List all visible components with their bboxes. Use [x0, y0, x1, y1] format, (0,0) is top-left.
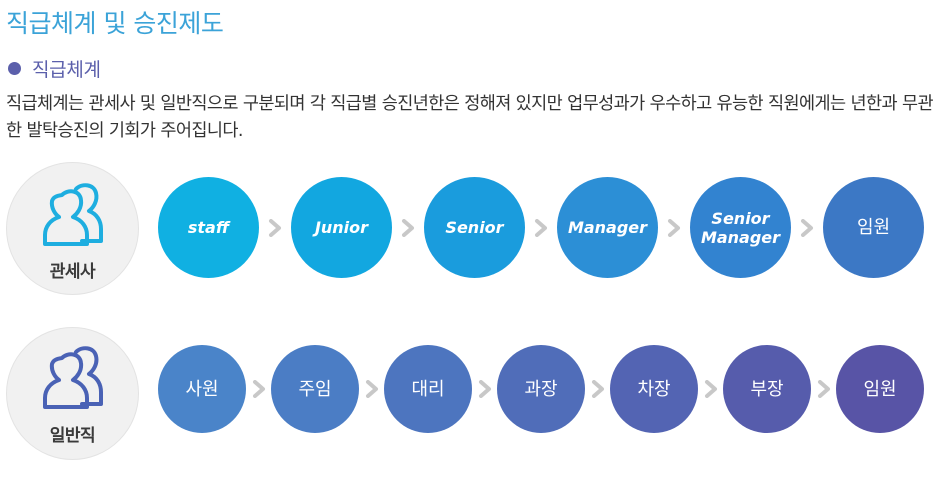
bullet-icon [8, 62, 21, 75]
track-general-staff: 일반직 사원 주임 대리 과장 차장 부장 임원 [0, 327, 942, 462]
page-title: 직급체계 및 승진제도 [6, 9, 224, 38]
chevron-right-icon [801, 218, 813, 237]
stage-circle: 대리 [384, 345, 472, 433]
stage-circle: Junior [291, 177, 392, 278]
description: 직급체계는 관세사 및 일반직으로 구분되며 각 직급별 승진년한은 정해져 있… [6, 94, 934, 141]
stage-circle: 과장 [497, 345, 585, 433]
stage-circle: Senior [424, 177, 525, 278]
stage-circle: 차장 [610, 345, 698, 433]
stage-circle: 사원 [158, 345, 246, 433]
chevron-right-icon [817, 380, 830, 398]
people-icon [42, 183, 103, 246]
chevron-right-icon [704, 380, 717, 398]
section-heading: 직급체계 [8, 55, 101, 82]
stage-circle: Manager [557, 177, 658, 278]
track-category-customs-broker: 관세사 [6, 162, 139, 295]
chevron-right-icon [402, 218, 414, 237]
chevron-right-icon [252, 380, 265, 398]
chevron-right-icon [365, 380, 378, 398]
stage-circle: 임원 [823, 177, 924, 278]
track-category-label: 관세사 [49, 262, 96, 282]
chevron-right-icon [269, 218, 281, 237]
stage-circle: 주임 [271, 345, 359, 433]
stage-circle: 임원 [836, 345, 924, 433]
section-heading-label: 직급체계 [32, 59, 101, 81]
chevron-right-icon [591, 380, 604, 398]
chevron-right-icon [535, 218, 547, 237]
people-icon [42, 346, 103, 409]
track-category-general-staff: 일반직 [6, 327, 139, 460]
stage-circle: staff [158, 177, 259, 278]
chevron-right-icon [478, 380, 491, 398]
track-customs-broker: 관세사 staff Junior Senior Manager Senior Manag… [0, 160, 942, 295]
stage-circle: Senior Manager [690, 177, 791, 278]
stage-circle: 부장 [723, 345, 811, 433]
chevron-right-icon [668, 218, 680, 237]
track-category-label: 일반직 [49, 426, 96, 446]
